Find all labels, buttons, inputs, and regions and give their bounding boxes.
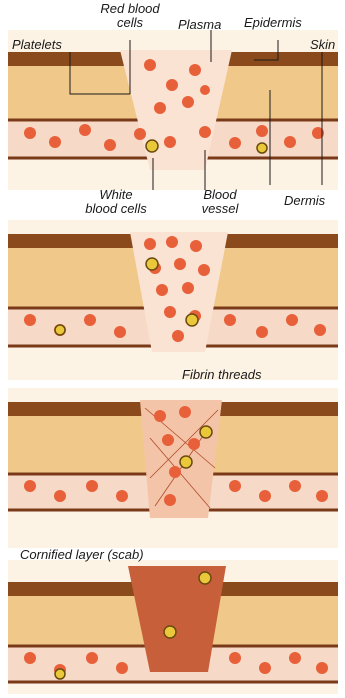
label-epidermis: Epidermis [244,16,302,30]
panel-2-clot-forming [0,220,345,380]
white-blood-cell [164,626,176,638]
white-blood-cell [55,325,65,335]
panel-4-scab [0,560,345,694]
panel-1-fresh-wound [0,30,345,190]
label-blood-vessel: Blood vessel [186,188,254,216]
white-blood-cell [257,143,267,153]
label-fibrin-threads: Fibrin threads [182,368,261,382]
white-blood-cell [200,426,212,438]
white-blood-cell [180,456,192,468]
white-blood-cell [146,258,158,270]
white-blood-cell [199,572,211,584]
label-red-blood-cells: Red blood cells [82,2,178,30]
white-blood-cell [186,314,198,326]
panel-3-fibrin-threads [0,388,345,548]
label-dermis: Dermis [284,194,325,208]
label-plasma: Plasma [178,18,221,32]
label-cornified-layer: Cornified layer (scab) [20,548,144,562]
label-platelets: Platelets [12,38,62,52]
label-skin: Skin [310,38,335,52]
white-blood-cell [146,140,158,152]
label-white-blood-cells: White blood cells [64,188,168,216]
white-blood-cell [55,669,65,679]
